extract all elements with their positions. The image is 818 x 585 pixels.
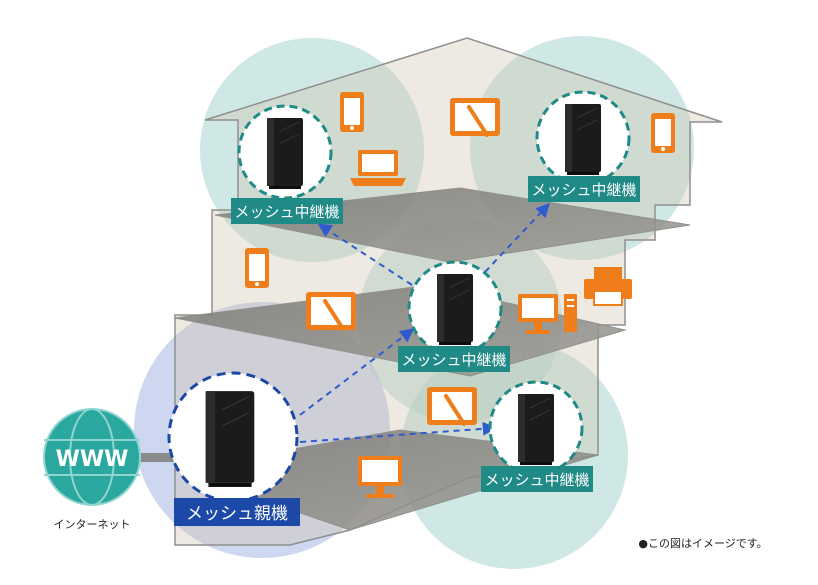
repeater-middle: メッシュ中継機	[398, 260, 510, 372]
router-icon	[517, 393, 555, 466]
router-icon	[436, 273, 474, 346]
internet-label: インターネット	[54, 518, 131, 531]
repeater-label: メッシュ中継機	[531, 181, 636, 199]
smartphone-icon	[651, 113, 675, 153]
globe-icon	[44, 409, 140, 505]
desktop-pc-icon	[518, 294, 577, 334]
link-parent-to-middle	[299, 328, 415, 416]
image-caption: ●この図はイメージです。	[638, 537, 767, 550]
smartphone-icon	[245, 248, 269, 288]
tablet-icon	[450, 98, 500, 137]
repeater-label: メッシュ中継機	[401, 351, 506, 369]
repeater-top-left: メッシュ中継機	[231, 104, 343, 224]
repeater-label-box	[231, 198, 343, 224]
repeater-bottom-right: メッシュ中継機	[481, 380, 593, 492]
printer-icon	[584, 267, 632, 306]
repeater-label-box	[481, 466, 593, 492]
globe-www-text: WWW	[56, 447, 129, 472]
router-icon	[205, 391, 255, 487]
parent-label-box	[174, 498, 300, 526]
laptop-icon	[350, 150, 406, 186]
parent-router-label: メッシュ親機	[186, 504, 288, 524]
smartphone-icon	[340, 92, 364, 132]
link-middle-to-top-left	[317, 223, 413, 286]
link-middle-to-top-right	[484, 202, 550, 273]
router-icon	[564, 103, 602, 176]
repeater-label: メッシュ中継機	[234, 203, 339, 221]
monitor-icon	[358, 456, 402, 498]
mesh-links	[299, 202, 550, 443]
tablet-icon	[306, 292, 356, 331]
internet-globe: WWW	[43, 408, 141, 506]
parent-router-node: メッシュ親機	[167, 371, 300, 526]
tablet-icon	[427, 387, 477, 426]
devices	[245, 92, 675, 498]
internet-cable	[140, 453, 180, 462]
router-icon	[266, 117, 304, 190]
repeater-label-box	[528, 176, 640, 202]
repeater-top-right: メッシュ中継機	[528, 90, 640, 202]
repeater-label-box	[398, 346, 510, 372]
repeater-label: メッシュ中継機	[484, 471, 589, 489]
